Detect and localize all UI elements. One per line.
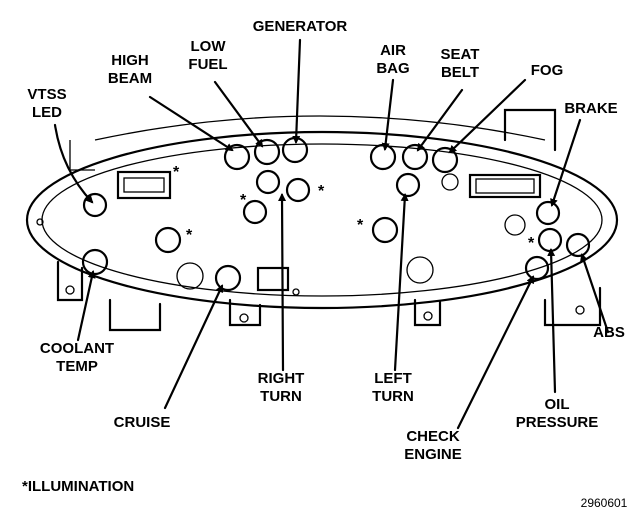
leader-fog [448, 78, 527, 154]
label-generator: GENERATOR [252, 18, 348, 35]
figure-number: 2960601 [580, 496, 628, 510]
leader-left-turn [393, 193, 409, 372]
leader-oil-pressure [547, 248, 557, 394]
leader-brake [550, 118, 582, 207]
illumination-marker: * [173, 164, 180, 181]
label-fog: FOG [530, 62, 564, 79]
leader-right-turn [278, 193, 287, 372]
label-cruise: CRUISE [113, 414, 171, 431]
illumination-markers: * * * * * * [173, 164, 535, 252]
leader-generator [292, 38, 302, 144]
leader-abs [580, 253, 610, 334]
label-abs: ABS [593, 324, 625, 341]
bulb-sockets [81, 136, 591, 292]
leader-vtss-led [53, 123, 94, 204]
illumination-marker: * [240, 192, 247, 209]
leader-cruise [163, 284, 224, 410]
illumination-marker: * [357, 217, 364, 234]
leader-seat-belt [416, 88, 464, 152]
illumination-note: *ILLUMINATION [22, 478, 135, 495]
leader-check-engine [456, 275, 535, 430]
illumination-marker: * [318, 183, 325, 200]
cluster-outline [25, 108, 619, 332]
leader-air-bag [381, 78, 395, 151]
leader-lines [53, 38, 610, 430]
illumination-marker: * [528, 235, 535, 252]
leader-high-beam [148, 95, 234, 152]
label-brake: BRAKE [564, 100, 618, 117]
illumination-marker: * [186, 227, 193, 244]
leader-coolant-temp [76, 270, 96, 342]
leader-low-fuel [213, 80, 264, 148]
